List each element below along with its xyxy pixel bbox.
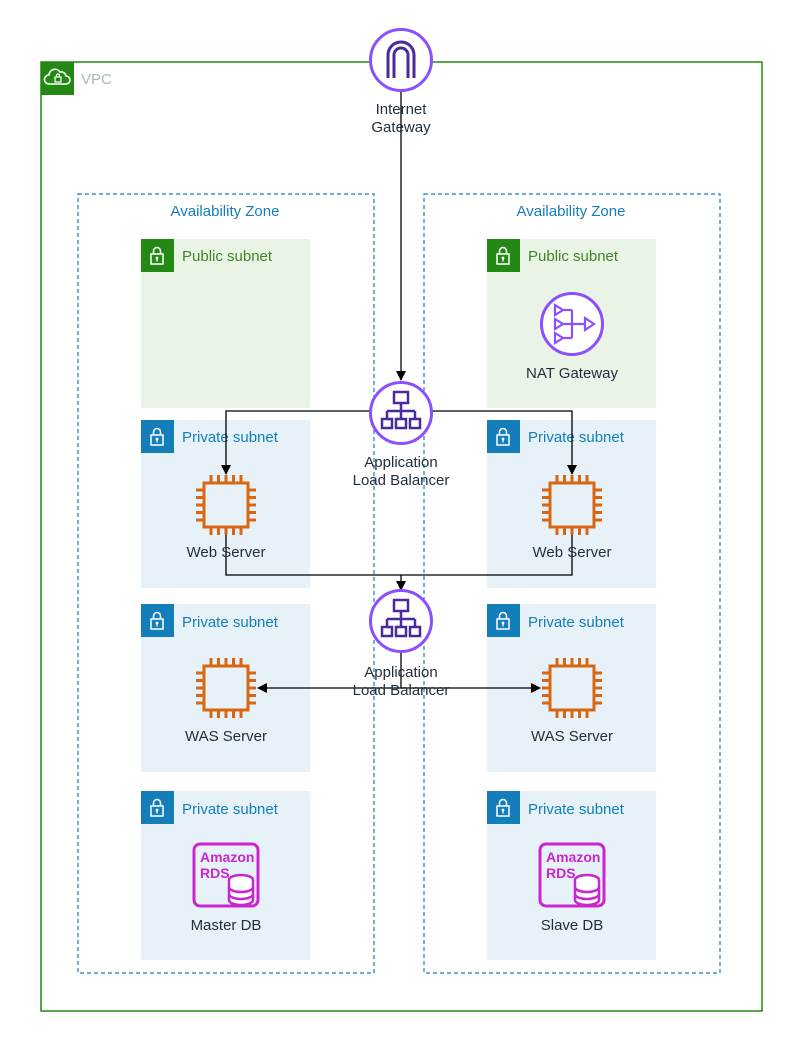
private-subnet-db-left: Private subnet xyxy=(141,791,310,960)
public-subnet-right-label: Public subnet xyxy=(528,248,619,265)
web-server-right-label: Web Server xyxy=(533,544,612,561)
amazon-rds-icon[interactable]: Amazon RDS xyxy=(192,842,260,908)
rds-icon-text-2: RDS xyxy=(546,865,576,881)
edge-alb-to-web-left xyxy=(221,410,370,475)
private-subnet-label: Private subnet xyxy=(528,614,625,631)
alb-web-label-1: Application xyxy=(364,454,437,471)
private-subnet-label: Private subnet xyxy=(182,429,279,446)
nat-gateway-icon[interactable] xyxy=(540,292,604,356)
load-balancer-icon[interactable] xyxy=(369,589,433,653)
private-subnet-label: Private subnet xyxy=(182,614,279,631)
availability-zone-left xyxy=(77,193,375,974)
load-balancer-icon[interactable] xyxy=(369,381,433,445)
web-server-left-label: Web Server xyxy=(187,544,266,561)
vpc-label: VPC xyxy=(81,71,112,88)
slave-db-label: Slave DB xyxy=(541,917,604,934)
public-subnet-left: Public subnet xyxy=(141,239,310,408)
private-subnet-label: Private subnet xyxy=(182,801,279,818)
connectors xyxy=(221,92,577,693)
was-server-right-label: WAS Server xyxy=(531,728,613,745)
availability-zone-right-label: Availability Zone xyxy=(517,203,626,220)
availability-zone-left-label: Availability Zone xyxy=(171,203,280,220)
rds-icon-text-2: RDS xyxy=(200,865,230,881)
internet-gateway-icon[interactable] xyxy=(369,28,433,92)
edge-alb-to-web-right xyxy=(432,410,577,475)
private-subnet-db-right: Private subnet xyxy=(487,791,656,960)
edge-web-left-to-alb2 xyxy=(225,535,406,591)
rds-icon-text-1: Amazon xyxy=(546,849,600,865)
nat-gateway-label: NAT Gateway xyxy=(526,365,618,382)
alb-was-label-1: Application xyxy=(364,664,437,681)
master-db-label: Master DB xyxy=(191,917,262,934)
alb-web-label-2: Load Balancer xyxy=(353,472,450,489)
amazon-rds-icon[interactable]: Amazon RDS xyxy=(538,842,606,908)
vpc-cloud-icon xyxy=(41,62,74,95)
public-subnet-left-label: Public subnet xyxy=(182,248,273,265)
private-subnet-label: Private subnet xyxy=(528,429,625,446)
internet-gateway-label-1: Internet xyxy=(376,101,428,118)
rds-icon-text-1: Amazon xyxy=(200,849,254,865)
alb-was-label-2: Load Balancer xyxy=(353,682,450,699)
edge-web-right-to-alb2 xyxy=(401,535,573,576)
private-subnet-label: Private subnet xyxy=(528,801,625,818)
was-server-left-label: WAS Server xyxy=(185,728,267,745)
availability-zone-right xyxy=(423,193,721,974)
internet-gateway-label-2: Gateway xyxy=(371,119,431,136)
